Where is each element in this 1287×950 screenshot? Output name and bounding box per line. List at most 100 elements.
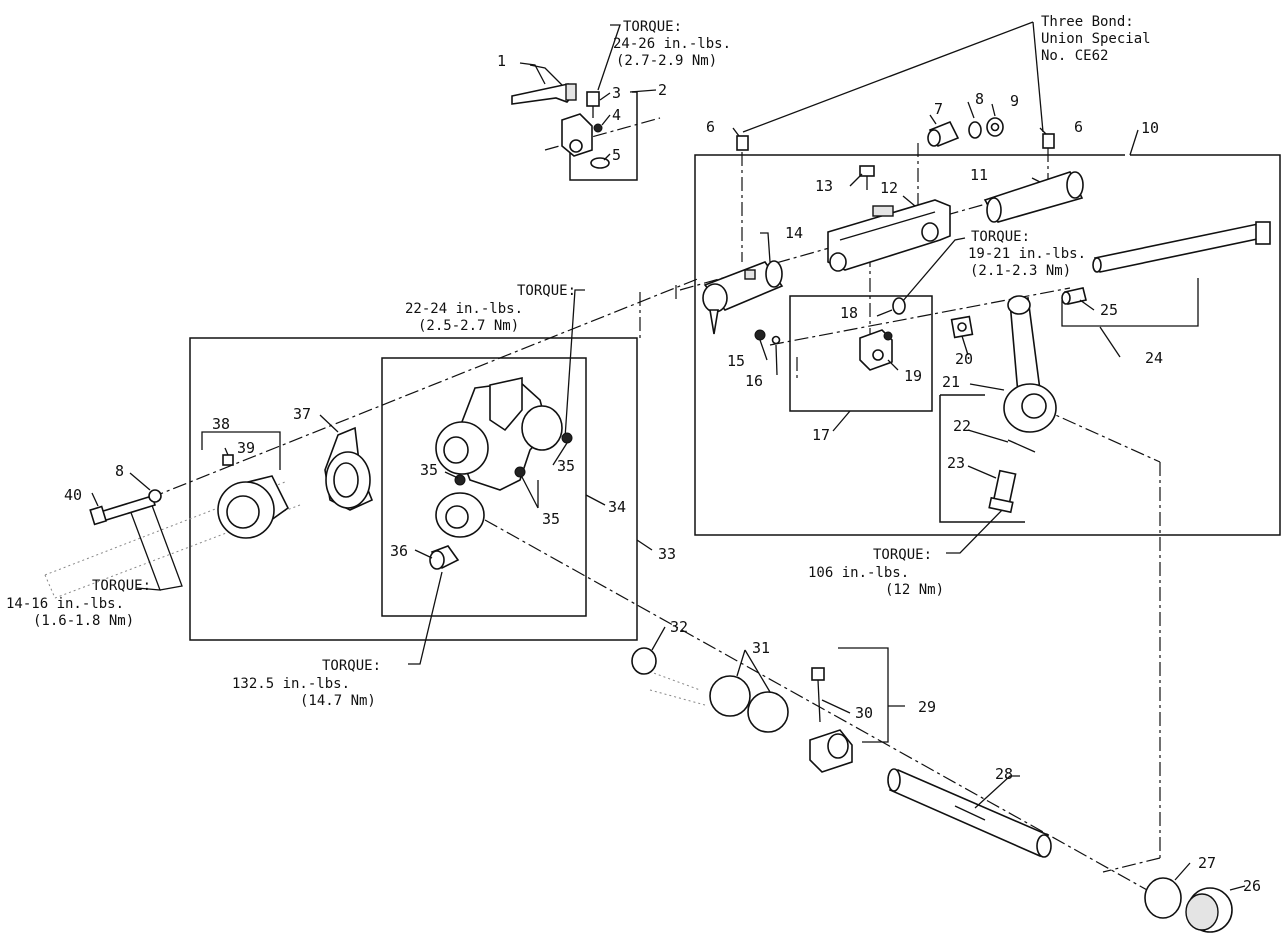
svg-text:TORQUE:: TORQUE: (92, 578, 151, 594)
callout-7: 7 (934, 100, 943, 118)
part-9-nut (986, 117, 1004, 137)
callout-32: 32 (670, 618, 688, 636)
part-19-block (859, 329, 893, 371)
part-2-bracket (561, 113, 593, 157)
svg-text:TORQUE:: TORQUE: (322, 658, 381, 674)
callout-16: 16 (745, 372, 763, 390)
callout-23: 23 (947, 454, 965, 472)
callout-8-top: 8 (975, 90, 984, 108)
callout-27: 27 (1198, 854, 1216, 872)
callout-6-left: 6 (706, 118, 715, 136)
part-12-bracket (827, 199, 951, 272)
group-box-17 (789, 295, 933, 412)
note-torque-132: TORQUE: 132.5 in.-lbs. (14.7 Nm) (232, 658, 381, 709)
svg-text:19-21 in.-lbs.: 19-21 in.-lbs. (968, 246, 1086, 262)
callout-38: 38 (212, 415, 230, 433)
callout-10: 10 (1141, 119, 1159, 137)
callout-29: 29 (918, 698, 936, 716)
callout-15: 15 (727, 352, 745, 370)
callout-18: 18 (840, 304, 858, 322)
callout-39: 39 (237, 439, 255, 457)
group-box-34 (381, 357, 587, 617)
part-15-screw (754, 329, 766, 341)
note-torque-19-21: TORQUE: 19-21 in.-lbs. (2.1-2.3 Nm) (968, 229, 1086, 279)
part-26-cap (1185, 887, 1233, 933)
svg-text:(2.1-2.3 Nm): (2.1-2.3 Nm) (970, 263, 1071, 279)
part-36-bushing (429, 545, 460, 570)
part-22-spring (1007, 439, 1036, 453)
svg-text:Three Bond:: Three Bond: (1041, 14, 1134, 30)
part-5-washer (590, 157, 610, 169)
callout-5: 5 (612, 146, 621, 164)
group-box-29 (838, 647, 889, 743)
svg-text:(12 Nm): (12 Nm) (885, 582, 944, 598)
part-11-sleeve (983, 171, 1084, 223)
part-18-screw (892, 297, 906, 315)
callout-8-left: 8 (115, 462, 124, 480)
part-40-screw (89, 495, 157, 526)
callout-33: 33 (658, 545, 676, 563)
callout-31: 31 (752, 639, 770, 657)
callout-24: 24 (1145, 349, 1163, 367)
part-4-setscrew (593, 123, 603, 133)
part-37-eccentric (324, 426, 374, 511)
note-three-bond: Three Bond: Union Special No. CE62 (1041, 14, 1151, 64)
part-30-screw (811, 667, 825, 723)
part-29-clamp (809, 729, 853, 773)
callout-12: 12 (880, 179, 898, 197)
part-35-setscrew-2 (454, 474, 466, 486)
note-torque-top: TORQUE: 24-26 in.-lbs. (2.7-2.9 Nm) (613, 19, 731, 69)
svg-text:(14.7 Nm): (14.7 Nm) (300, 693, 376, 709)
callout-35-c: 35 (542, 510, 560, 528)
bracket-24 (1061, 278, 1199, 327)
group-box-21 (939, 394, 1025, 523)
svg-text:TORQUE:: TORQUE: (517, 283, 576, 299)
svg-text:No. CE62: No. CE62 (1041, 48, 1108, 64)
part-34-housing (435, 377, 563, 538)
callout-35-b: 35 (420, 461, 438, 479)
callout-30: 30 (855, 704, 873, 722)
svg-text:TORQUE:: TORQUE: (873, 547, 932, 563)
part-21-connecting-rod (1003, 295, 1057, 433)
part-14-needle-holder (702, 260, 784, 335)
part-6-setscrew-right (1042, 133, 1055, 149)
group-box-33 (189, 337, 638, 641)
svg-text:132.5 in.-lbs.: 132.5 in.-lbs. (232, 676, 350, 692)
part-38-collar (217, 475, 290, 539)
callout-26: 26 (1243, 877, 1261, 895)
svg-text:14-16 in.-lbs.: 14-16 in.-lbs. (6, 596, 124, 612)
callout-9: 9 (1010, 92, 1019, 110)
callout-35-a: 35 (557, 457, 575, 475)
note-torque-106: TORQUE: 106 in.-lbs. (12 Nm) (808, 547, 944, 598)
note-torque-22-24: TORQUE: 22-24 in.-lbs. (2.5-2.7 Nm) (405, 283, 576, 334)
callout-21: 21 (942, 373, 960, 391)
part-39-setscrew (222, 454, 234, 466)
callout-4: 4 (612, 106, 621, 124)
part-24-shaft (1092, 221, 1271, 273)
callout-3: 3 (612, 84, 621, 102)
svg-text:TORQUE:: TORQUE: (971, 229, 1030, 245)
svg-text:24-26 in.-lbs.: 24-26 in.-lbs. (613, 36, 731, 52)
callout-20: 20 (955, 350, 973, 368)
svg-text:(2.5-2.7 Nm): (2.5-2.7 Nm) (418, 318, 519, 334)
svg-text:TORQUE:: TORQUE: (623, 19, 682, 35)
part-31-washers (709, 675, 789, 733)
part-20-plate (950, 315, 974, 339)
group-box-10 (694, 154, 1281, 536)
bracket-38 (201, 431, 281, 470)
part-7-bushing (927, 120, 960, 148)
part-28-shaft (887, 768, 1052, 858)
note-torque-14-16: TORQUE: 14-16 in.-lbs. (1.6-1.8 Nm) (6, 578, 151, 629)
part-23-bolt (988, 469, 1017, 514)
part-16-pin (771, 335, 781, 345)
part-35-setscrew-3 (514, 466, 526, 478)
callout-22: 22 (953, 417, 971, 435)
part-3-screw (586, 91, 600, 118)
part-8-washer-top (968, 121, 982, 139)
part-27-ring (1144, 877, 1182, 919)
callout-36: 36 (390, 542, 408, 560)
callout-1: 1 (497, 52, 506, 70)
part-6-setscrew-left (736, 135, 749, 151)
